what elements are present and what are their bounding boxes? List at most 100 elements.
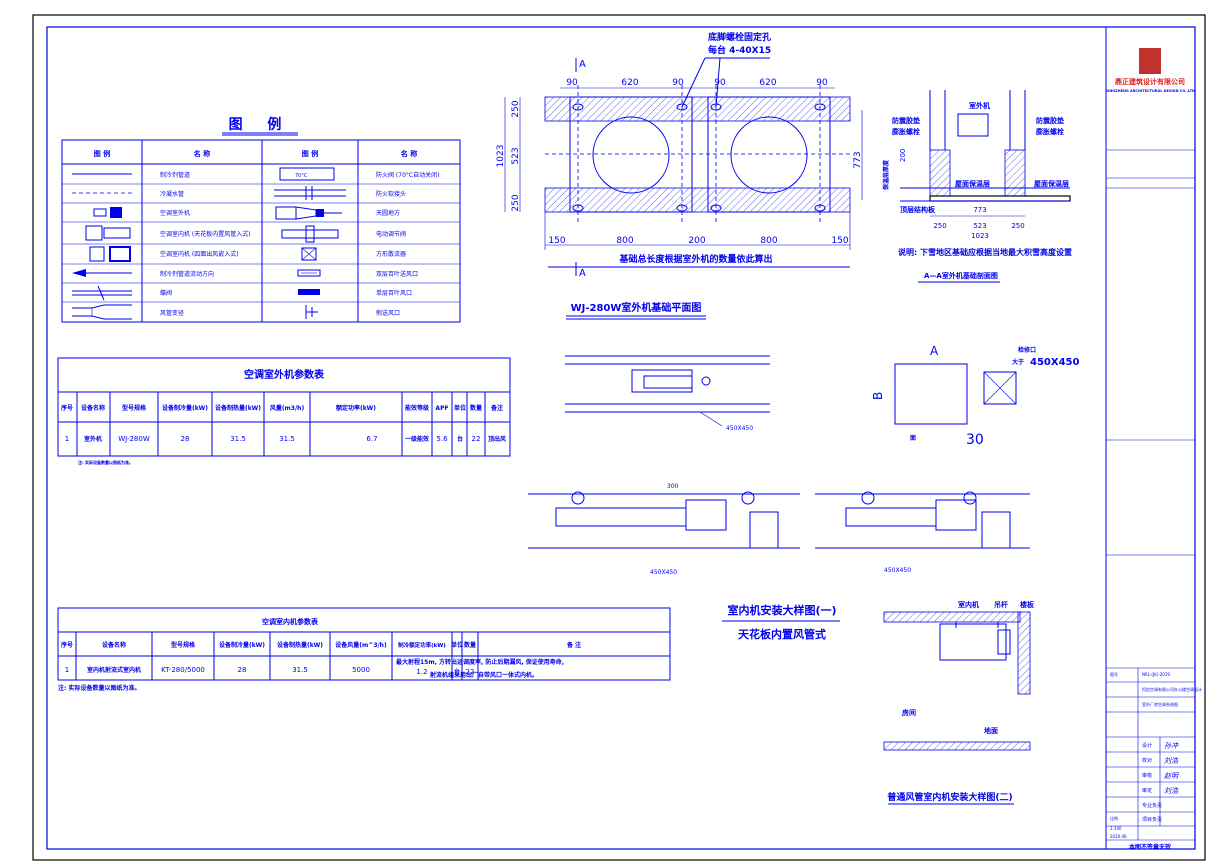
svg-text:设备制热量(kW): 设备制热量(kW) [277,641,323,649]
duct-side-a: A [930,344,939,358]
svg-text:校对: 校对 [1142,757,1152,764]
indoor-row-no: 1 [65,666,69,674]
svg-text:设备制热量(kW): 设备制热量(kW) [215,404,261,412]
legend-name-r4: 电动调节阀 [376,230,406,238]
svg-text:设计: 设计 [1142,742,1152,749]
outdoor-row-apf: 5.6 [436,435,448,443]
duct-plan: 450X450 A B 30 面 检修口 大于 450X450 [565,344,1080,448]
aa-width-dim: 773 [973,206,986,214]
detail2-slab: 楼板 [1020,600,1035,609]
svg-text:设备名称: 设备名称 [81,404,105,412]
legend-name-r7: 单层百叶风口 [376,289,412,297]
motorized-damper-symbol [281,225,339,243]
detail2-floor: 地面 [984,726,998,735]
detail1-title: 室内机安装大样图(一) [727,603,836,617]
outdoor-row-name: 室外机 [84,435,102,443]
svg-text:审定: 审定 [1142,787,1152,794]
outdoor-row-heat: 31.5 [230,435,246,443]
inner-border [46,26,1196,850]
duct-reducer-symbol [72,304,132,320]
svg-text:设备风量(m^3/h): 设备风量(m^3/h) [335,641,387,649]
svg-text:防震胶垫: 防震胶垫 [1036,116,1064,125]
outdoor-row-model: WJ-280W [118,435,150,443]
svg-text:制冷额定功率(kW): 制冷额定功率(kW) [398,641,446,649]
legend-header-4: 名 称 [401,149,417,158]
drawing-title: 室外厂房空调系统图 [1142,701,1178,707]
duct-plan-size: 450X450 [726,425,753,432]
detail2-unit: 室内机 [958,600,979,609]
legend-name-6: 制冷剂管道流动方向 [160,270,214,278]
svg-text:APF: APF [435,405,448,412]
svg-text:能效等级: 能效等级 [405,404,429,412]
svg-text:屋面保温层: 屋面保温层 [1034,179,1069,188]
detail2-room: 房间 [902,708,916,717]
square-diffuser-symbol [301,247,317,261]
section-details: 450X450 300 450X450 室内机安装大样图(一) 天花板内置风管式 [528,483,1030,641]
svg-text:523: 523 [511,147,521,164]
section-marker-bottom: A [579,268,586,279]
outdoor-row-air: 31.5 [279,435,295,443]
outdoor-unit-table: 空调室外机参数表 序号 设备名称 型号规格 设备制冷量(kW) 设备制热量(kW… [57,357,511,465]
indoor-row-remark-2: 射流机组采用出厂自带风口一体式内机。 [429,671,538,679]
scale-value: 1:100 [1110,826,1122,831]
svg-text:顶层结构板: 顶层结构板 [900,205,936,214]
legend-name-5: 空调室内机 (四面出风嵌入式) [160,250,239,258]
legend-title: 图 例 [229,116,292,133]
indoor-row-remark-1: 最大射程15m, 方转出运调度率, 防止后期漏风, 保证使用寿命, [396,658,564,666]
svg-text:审核: 审核 [1142,772,1152,779]
legend: 图 例 图 例 名 称 图 例 名 称 [61,116,461,323]
svg-text:90: 90 [714,78,726,88]
aa-note: 说明: 下雪地区基础应根据当地最大积雪高度设置 [898,247,1072,257]
legend-name-2: 冷凝水管 [160,190,184,198]
signature-3: 赵明 [1164,772,1179,780]
detail1-subtitle: 天花板内置风管式 [738,627,826,641]
outer-border [32,14,1206,861]
legend-name-1: 制冷剂管道 [160,171,190,179]
bolt-callout-2: 每台 4-40X15 [708,44,771,56]
flow-direction-arrow-symbol [72,269,132,277]
svg-text:膨胀螺栓: 膨胀螺栓 [1035,127,1064,136]
svg-text:屋面保温层: 屋面保温层 [955,179,990,188]
indoor-row-air: 5000 [352,666,370,674]
legend-name-r2: 防火软接头 [376,190,406,198]
right-dim: 773 [853,151,863,168]
svg-text:150: 150 [831,236,848,246]
svg-text:90: 90 [816,78,828,88]
legend-name-r6: 双层百叶送风口 [376,270,418,278]
svg-text:型号规格: 型号规格 [171,641,196,649]
indoor-cassette-unit-symbol [89,246,131,262]
outdoor-row-remark: 顶出风 [488,435,506,443]
section1-size: 450X450 [650,569,677,576]
svg-text:200: 200 [688,236,705,246]
svg-text:90: 90 [672,78,684,88]
outdoor-row-unit: 台 [457,435,463,443]
signature-4: 刘浩 [1164,787,1179,795]
double-louver-symbol [297,269,321,277]
company-name: 鼎正建筑设计有限公司 [1115,77,1185,86]
sheet-footer: 本图不签章无效 [1129,843,1171,851]
aa-title: A—A室外机基础剖面图 [924,271,998,280]
legend-name-r1: 防火阀 (70°C自动关闭) [376,171,439,179]
indoor-table-title: 空调室内机参数表 [262,617,319,626]
signature-1: 孙冲 [1164,742,1179,750]
svg-text:800: 800 [760,236,777,246]
svg-text:250: 250 [933,222,946,230]
single-louver-symbol [298,289,320,295]
foundation-caption: 基础总长度根据室外机的数量依此算出 [618,253,772,265]
legend-name-4: 空调室内机 (天花板内置风管入式) [160,230,251,238]
outdoor-row-grade: 一级能效 [405,435,429,443]
aa-unit-label: 室外机 [969,101,990,110]
section-a-a: 室外机 防震胶垫 膨胀螺栓 防震胶垫 膨胀螺栓 屋面保温层 屋面保温层 顶层结构… [882,90,1072,283]
svg-text:设备名称: 设备名称 [102,641,126,649]
legend-name-r3: 天圆地方 [376,209,400,217]
svg-text:单位: 单位 [451,641,463,649]
date-value: 2020.06 [1110,834,1127,839]
foundation-plan: A A 底脚螺栓固定孔 每台 4-40X15 90 620 90 90 620 … [496,31,863,320]
indoor-table-note: 注: 实际设备数量以图纸为准。 [58,684,141,692]
svg-text:型号规格: 型号规格 [122,404,147,412]
access-size-value: 450X450 [1030,357,1080,368]
outdoor-unit-symbol [93,207,122,218]
svg-text:膨胀螺栓: 膨胀螺栓 [891,127,920,136]
indoor-row-heat: 31.5 [292,666,308,674]
